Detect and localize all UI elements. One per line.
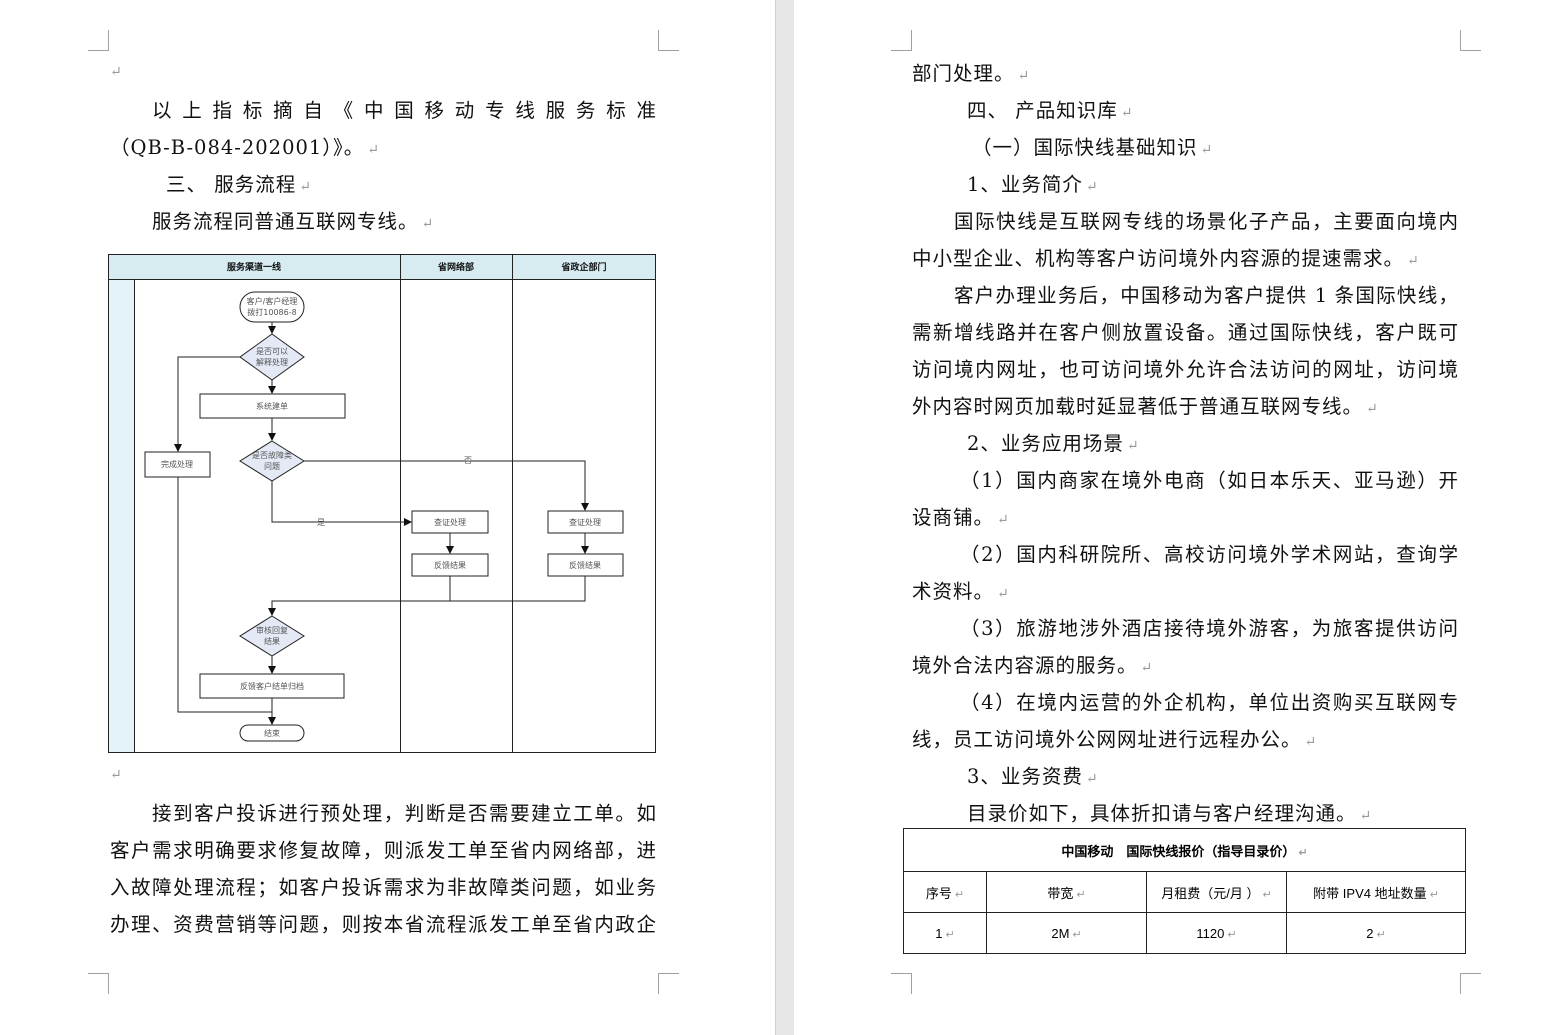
text-line: （一）国际快线基础知识 [972, 135, 1213, 161]
archive-box [199, 673, 345, 699]
text-line: 以上指标摘自《中国移动专线服务标准 [152, 99, 656, 122]
text-line: 境外合法内容源的服务。 [912, 653, 1153, 679]
corner-mark [891, 973, 912, 994]
text-line: 三、 服务流程 [166, 172, 312, 198]
price-table: 中国移动 国际快线报价（指导目录价） 序号 带宽 月租费（元/月 ） 附带 IP… [903, 828, 1466, 954]
end-label: 结束 [264, 728, 280, 738]
text-line: （2）国内科研院所、高校访问境外学术网站，查询学 [960, 543, 1458, 566]
corner-mark [658, 30, 679, 51]
cell-ipv4-count: 2 [1286, 912, 1466, 954]
decision-fault [239, 440, 305, 482]
table-header-row: 序号 带宽 月租费（元/月 ） 附带 IPV4 地址数量 [903, 871, 1466, 913]
text-line: 3、业务资费 [967, 764, 1099, 790]
archive-label: 反馈客户结单归档 [240, 681, 304, 691]
decision1-label-2: 解释处理 [256, 357, 288, 367]
text-line: 1、业务简介 [967, 172, 1099, 198]
header-ipv4-count: 附带 IPV4 地址数量 [1286, 871, 1466, 913]
complete-box [144, 451, 211, 478]
text-line: 外内容时网页加载时延显著低于普通互联网专线。 [912, 394, 1379, 420]
paragraph-mark-icon: ↵ [110, 64, 122, 80]
cell-index: 1 [903, 912, 987, 954]
flowchart-frame [108, 254, 656, 753]
corner-mark [891, 30, 912, 51]
end-node [239, 724, 305, 742]
corner-mark [658, 973, 679, 994]
header-row [108, 254, 656, 280]
no-label: 否 [464, 456, 472, 465]
text-line: （1）国内商家在境外电商（如日本乐天、亚马逊）开 [960, 469, 1458, 492]
text-line: 办理、资费营销等问题，则按本省流程派发工单至省内政企 [110, 913, 656, 936]
text-line: 设商铺。 [912, 505, 1010, 531]
text-line: 线，员工访问境外公网网址进行远程办公。 [912, 727, 1317, 753]
table-row: 1 2M 1120 2 [903, 912, 1466, 954]
lane-header-service: 服务渠道一线 [227, 261, 281, 273]
verify-label-network: 查证处理 [434, 517, 466, 527]
yes-label: 是 [317, 518, 325, 527]
lane-header-network: 省网络部 [437, 261, 474, 273]
feedback-label-enterprise: 反馈结果 [569, 560, 601, 570]
cell-bandwidth: 2M [986, 912, 1147, 954]
create-ticket-box [199, 393, 346, 419]
decision2-label-2: 问题 [264, 462, 280, 471]
feedback-label-network: 反馈结果 [434, 560, 466, 570]
corner-mark [88, 973, 109, 994]
text-line: 术资料。 [912, 579, 1010, 605]
text-line: 四、 产品知识库 [967, 98, 1133, 124]
text-line: （3）旅游地涉外酒店接待境外游客，为旅客提供访问 [960, 617, 1458, 640]
text-line: 中小型企业、机构等客户访问境外内容源的提速需求。 [912, 246, 1420, 272]
text-line: 访问境内网址，也可访问境外允许合法访问的网址，访问境 [912, 358, 1458, 381]
header-monthly-fee: 月租费（元/月 ） [1146, 871, 1287, 913]
decision-explain [239, 333, 305, 381]
cell-monthly-fee: 1120 [1146, 912, 1287, 954]
paragraph-mark-icon: ↵ [110, 767, 122, 783]
text-line: 接到客户投诉进行预处理，判断是否需要建立工单。如 [152, 802, 656, 825]
text-line: 目录价如下，具体折扣请与客户经理沟通。 [967, 801, 1372, 827]
decision3-label-2: 结果 [264, 636, 280, 646]
text-line: 2、业务应用场景 [967, 431, 1140, 457]
decision-review [239, 615, 305, 657]
text-line: 需新增线路并在客户侧放置设备。通过国际快线，客户既可 [912, 321, 1458, 344]
text-line: 服务流程同普通互联网专线。 [152, 209, 434, 235]
text-line: 部门处理。 [912, 61, 1030, 87]
text-line: 国际快线是互联网专线的场景化子产品，主要面向境内 [954, 210, 1458, 233]
decision3-label-1: 审核回复 [256, 625, 288, 635]
complete-label: 完成处理 [161, 459, 193, 469]
start-label-2: 拨打10086-8 [247, 307, 296, 317]
start-label-1: 客户/客户经理 [247, 296, 298, 306]
create-ticket-label: 系统建单 [256, 401, 288, 411]
lane-header-enterprise: 省政企部门 [560, 261, 606, 273]
text-line: （4）在境内运营的外企机构，单位出资购买互联网专 [960, 691, 1458, 714]
verify-label-enterprise: 查证处理 [569, 517, 601, 527]
corner-mark [88, 30, 109, 51]
price-table-title: 中国移动 国际快线报价（指导目录价） [903, 828, 1466, 872]
side-lane [108, 279, 135, 753]
header-index: 序号 [903, 871, 987, 913]
header-bandwidth: 带宽 [986, 871, 1147, 913]
decision2-label-1: 是否故障类 [252, 450, 292, 460]
text-line: 客户办理业务后，中国移动为客户提供 1 条国际快线， [954, 284, 1458, 307]
text-line: （QB-B-084-202001）》。 [110, 135, 380, 161]
decision1-label-1: 是否可以 [256, 347, 288, 356]
text-line: 客户需求明确要求修复故障，则派发工单至省内网络部，进 [110, 839, 656, 862]
corner-mark [1460, 973, 1481, 994]
corner-mark [1460, 30, 1481, 51]
text-line: 入故障处理流程；如客户投诉需求为非故障类问题，如业务 [110, 876, 656, 899]
